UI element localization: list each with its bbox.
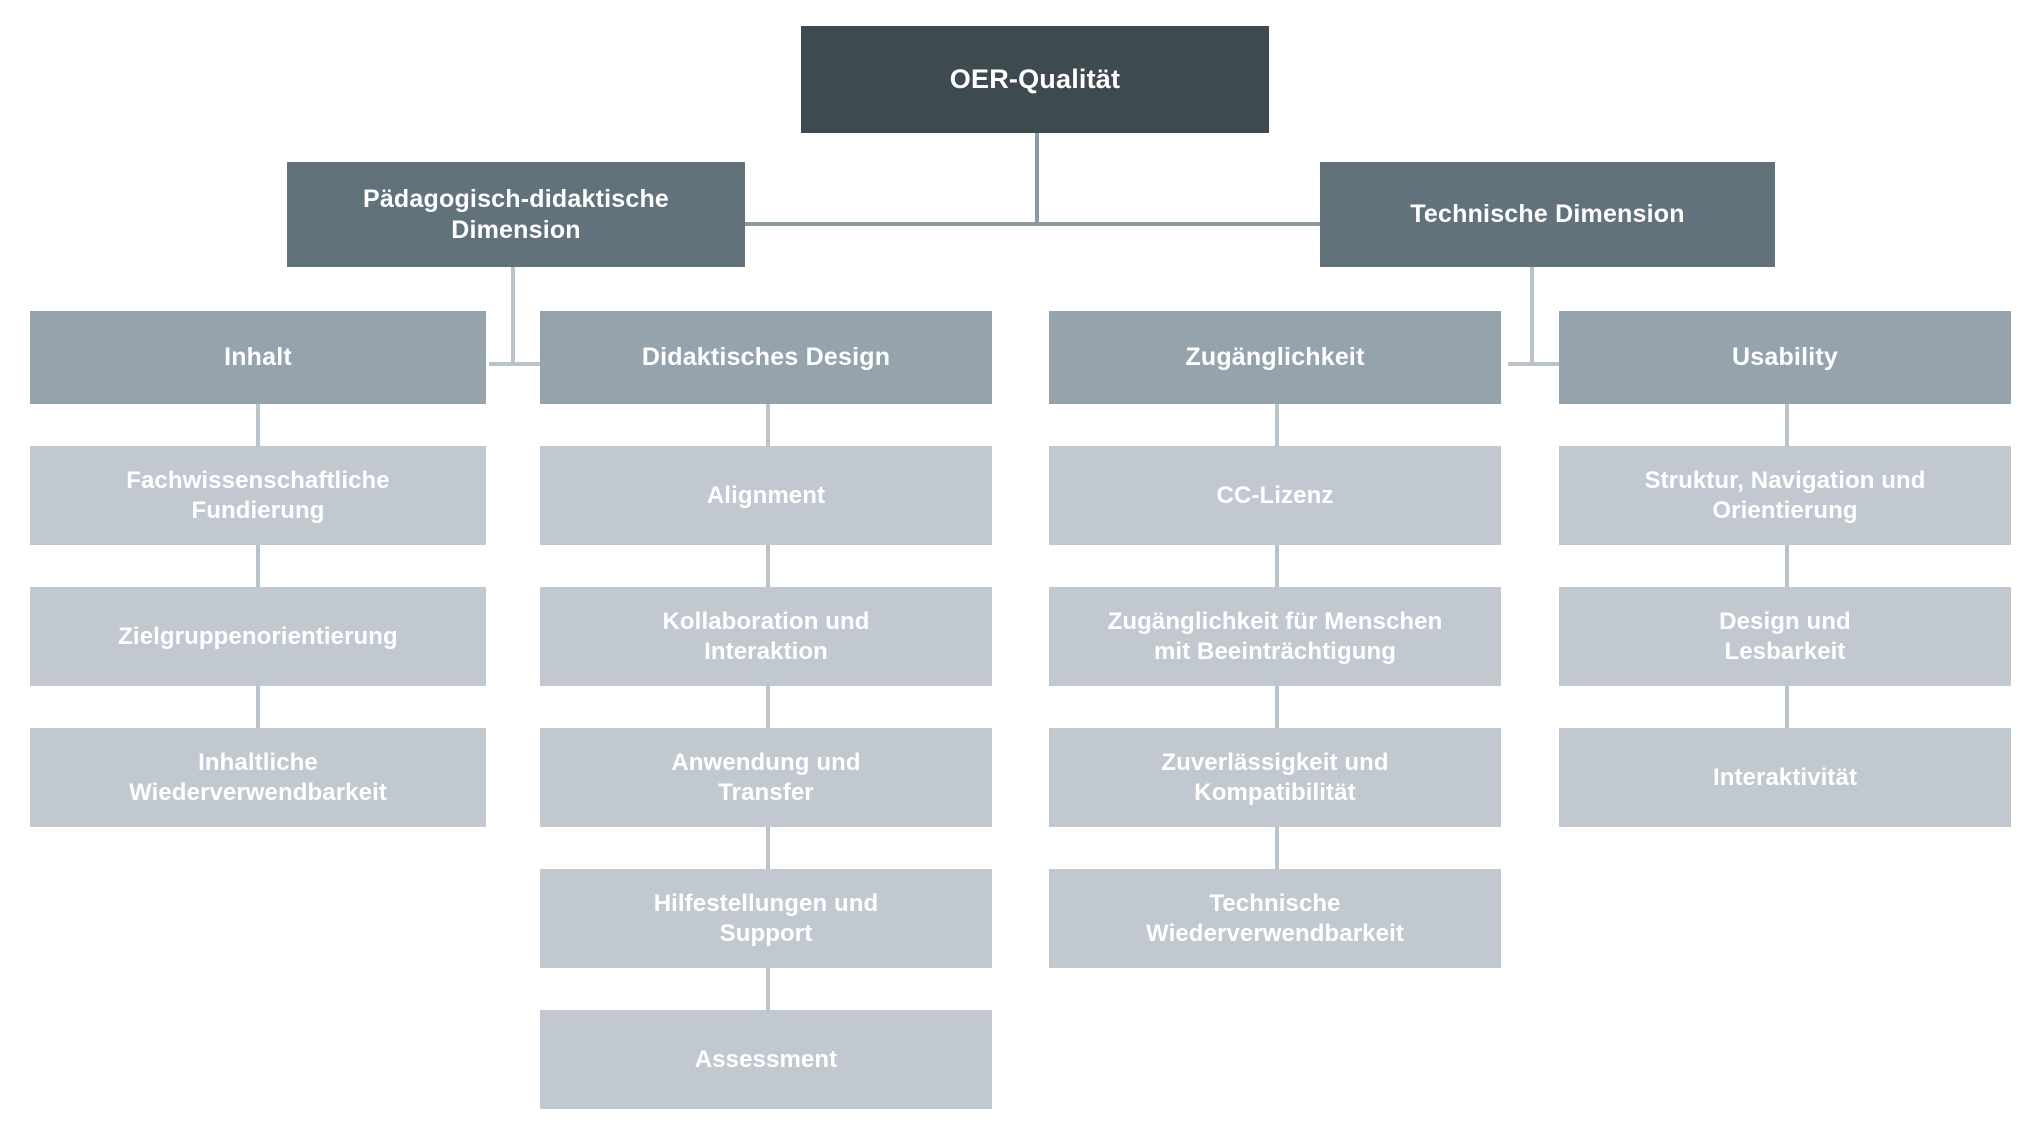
connector-inhalt-3 [256,686,260,728]
connector-didaktisches-3 [766,686,770,728]
connector-left-dimension-stem [511,267,515,366]
node-technische-wiederverwendbarkeit[interactable]: Technische Wiederverwendbarkeit [1049,869,1501,968]
connector-zugaenglichkeit-3 [1275,686,1279,728]
connector-zugaenglichkeit-1 [1275,404,1279,446]
connector-zugaenglichkeit-4 [1275,827,1279,869]
connector-didaktisches-2 [766,545,770,587]
connector-inhalt-1 [256,404,260,446]
node-didaktisches-design[interactable]: Didaktisches Design [540,311,992,404]
node-design-und-lesbarkeit[interactable]: Design und Lesbarkeit [1559,587,2011,686]
node-usability[interactable]: Usability [1559,311,2011,404]
connector-didaktisches-4 [766,827,770,869]
node-zuverlaessigkeit-und-kompatibilitaet[interactable]: Zuverlässigkeit und Kompatibilität [1049,728,1501,827]
connector-root-stem [1035,133,1039,224]
node-paedagogisch-didaktische-dimension[interactable]: Pädagogisch-didaktische Dimension [287,162,745,267]
node-zugaenglichkeit-fuer-menschen-mit-beeintraechtigung[interactable]: Zugänglichkeit für Menschen mit Beeinträ… [1049,587,1501,686]
node-oer-qualitaet[interactable]: OER-Qualität [801,26,1269,133]
connector-left-dimension-bar-2 [489,362,493,366]
node-fachwissenschaftliche-fundierung[interactable]: Fachwissenschaftliche Fundierung [30,446,486,545]
connector-right-dimension-stem [1530,267,1534,366]
node-struktur-navigation-und-orientierung[interactable]: Struktur, Navigation und Orientierung [1559,446,2011,545]
connector-right-dimension-bar [1508,362,1574,366]
node-zielgruppenorientierung[interactable]: Zielgruppenorientierung [30,587,486,686]
connector-inhalt-2 [256,545,260,587]
connector-usability-2 [1785,545,1789,587]
node-inhalt[interactable]: Inhalt [30,311,486,404]
node-anwendung-und-transfer[interactable]: Anwendung und Transfer [540,728,992,827]
node-technische-dimension[interactable]: Technische Dimension [1320,162,1775,267]
connector-didaktisches-5 [766,968,770,1010]
connector-usability-3 [1785,686,1789,728]
node-kollaboration-und-interaktion[interactable]: Kollaboration und Interaktion [540,587,992,686]
node-inhaltliche-wiederverwendbarkeit[interactable]: Inhaltliche Wiederverwendbarkeit [30,728,486,827]
node-interaktivitaet[interactable]: Interaktivität [1559,728,2011,827]
connector-left-dimension-bar [489,362,555,366]
node-assessment[interactable]: Assessment [540,1010,992,1109]
node-zugaenglichkeit[interactable]: Zugänglichkeit [1049,311,1501,404]
connector-usability-1 [1785,404,1789,446]
connector-root-bar [742,222,1324,226]
node-hilfestellungen-und-support[interactable]: Hilfestellungen und Support [540,869,992,968]
connector-didaktisches-1 [766,404,770,446]
connector-zugaenglichkeit-2 [1275,545,1279,587]
node-cc-lizenz[interactable]: CC-Lizenz [1049,446,1501,545]
node-alignment[interactable]: Alignment [540,446,992,545]
